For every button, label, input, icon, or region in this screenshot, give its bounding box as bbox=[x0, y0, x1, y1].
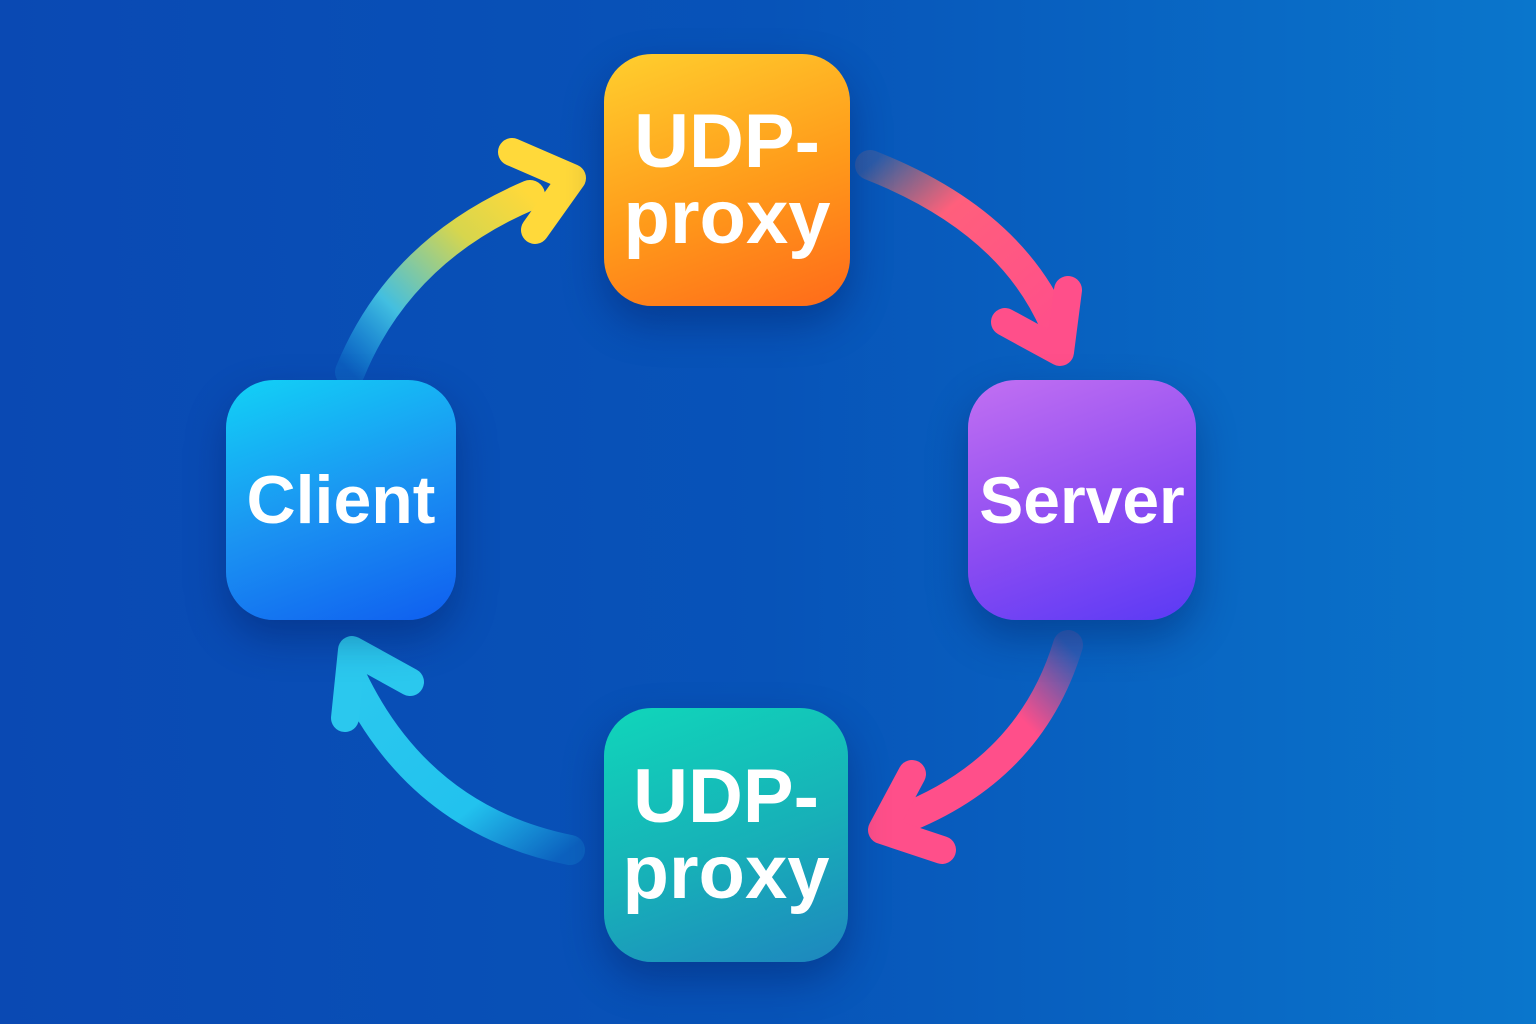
arrow-server-to-bottom-proxy-shaft bbox=[885, 630, 1083, 835]
node-server[interactable]: Server bbox=[968, 380, 1196, 620]
node-udp-proxy-bottom-line-1: UDP- bbox=[633, 754, 819, 839]
arrow-bottom-proxy-to-client bbox=[331, 636, 585, 865]
arrow-server-to-bottom-proxy-head bbox=[868, 760, 956, 864]
node-udp-proxy-bottom-line-2: proxy bbox=[622, 830, 830, 915]
arrow-top-proxy-to-server-head bbox=[991, 276, 1082, 366]
node-udp-proxy-bottom-label: UDP- proxy bbox=[623, 759, 830, 911]
node-udp-proxy-top-line-1: UDP- bbox=[634, 99, 820, 184]
arrow-bottom-proxy-to-client-head bbox=[331, 636, 424, 732]
node-udp-proxy-top-line-2: proxy bbox=[623, 175, 831, 260]
node-client-label: Client bbox=[246, 462, 436, 538]
arrow-bottom-proxy-to-client-shaft bbox=[337, 663, 585, 865]
arrow-client-to-top-proxy-shaft bbox=[335, 180, 545, 387]
arrow-server-to-bottom-proxy bbox=[868, 630, 1083, 864]
node-udp-proxy-top[interactable]: UDP- proxy bbox=[604, 54, 850, 306]
node-udp-proxy-top-label: UDP- proxy bbox=[624, 104, 831, 256]
arrow-client-to-top-proxy-head bbox=[498, 138, 586, 244]
arrow-top-proxy-to-server bbox=[855, 150, 1082, 366]
node-udp-proxy-bottom[interactable]: UDP- proxy bbox=[604, 708, 848, 962]
node-client[interactable]: Client bbox=[226, 380, 456, 620]
arrow-top-proxy-to-server-shaft bbox=[855, 150, 1070, 340]
node-server-label: Server bbox=[979, 463, 1185, 537]
arrow-client-to-top-proxy bbox=[335, 138, 586, 387]
